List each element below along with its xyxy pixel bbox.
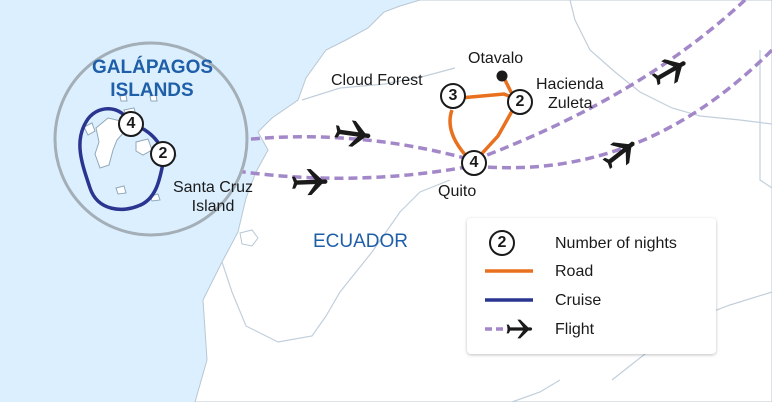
legend-cruise-line [485, 298, 533, 302]
coastal-island [239, 229, 259, 247]
santa-cruz-label: Santa Cruz Island [158, 178, 268, 216]
border-north [569, 0, 772, 125]
legend-cruise-label: Cruise [555, 292, 602, 309]
flight-route-quito-north [473, 0, 747, 162]
otavalo-label: Otavalo [468, 50, 524, 67]
legend-row-nights: 2 Number of nights [485, 230, 715, 256]
nights-marker-cloud-forest: 3 [440, 83, 466, 109]
legend-key-nights: 2 [485, 230, 533, 256]
galapagos-inset-circle [53, 41, 249, 237]
legend-road-label: Road [555, 263, 594, 280]
map-legend: 2 Number of nights Road Cruise Flight [467, 218, 716, 354]
border-east [759, 50, 772, 189]
santa-cruz-label-line2: Island [191, 198, 235, 215]
legend-row-flight: Flight [485, 316, 715, 342]
nights-marker-hacienda-zuleta: 2 [507, 89, 533, 115]
fernandina-island [83, 122, 96, 136]
legend-row-cruise: Cruise [485, 287, 715, 313]
legend-row-road: Road [485, 258, 715, 284]
floreana-island [115, 185, 127, 195]
country-label: ECUADOR [313, 231, 409, 252]
legend-flight-line [485, 319, 533, 339]
hacienda-label-line2: Zuleta [548, 95, 593, 112]
legend-flight-label: Flight [555, 321, 595, 338]
flight-route-galapagos-quito-upper [167, 135, 473, 162]
nights-marker-galapagos: 4 [118, 111, 144, 137]
legend-airplane-icon [506, 319, 533, 339]
galapagos-title: GALÁPAGOS ISLANDS [92, 56, 214, 102]
border-peru [221, 179, 451, 343]
legend-road-line [485, 269, 533, 273]
santa-cruz-island-shape [135, 138, 153, 156]
nights-marker-santa-cruz: 2 [150, 141, 176, 167]
legend-nights-label: Number of nights [555, 235, 677, 252]
otavalo-dot-icon [496, 70, 508, 82]
nights-marker-quito: 4 [461, 150, 487, 176]
border-lower [511, 379, 561, 402]
genovesa-island [149, 94, 158, 102]
pinta-island [119, 94, 128, 102]
legend-nights-marker: 2 [489, 230, 515, 256]
galapagos-title-line1: GALÁPAGOS [92, 57, 214, 78]
road-hacienda-quito [474, 103, 518, 162]
galapagos-title-line2: ISLANDS [110, 80, 194, 101]
santa-cruz-label-line1: Santa Cruz [172, 179, 254, 196]
quito-label: Quito [438, 183, 477, 200]
border-colombia [301, 67, 456, 101]
hacienda-zuleta-label: Hacienda Zuleta [536, 75, 604, 113]
flight-route-galapagos-quito-lower [167, 156, 473, 180]
cloud-forest-label: Cloud Forest [331, 72, 423, 89]
isabela-island [94, 117, 125, 169]
hacienda-label-line1: Hacienda [536, 76, 604, 93]
